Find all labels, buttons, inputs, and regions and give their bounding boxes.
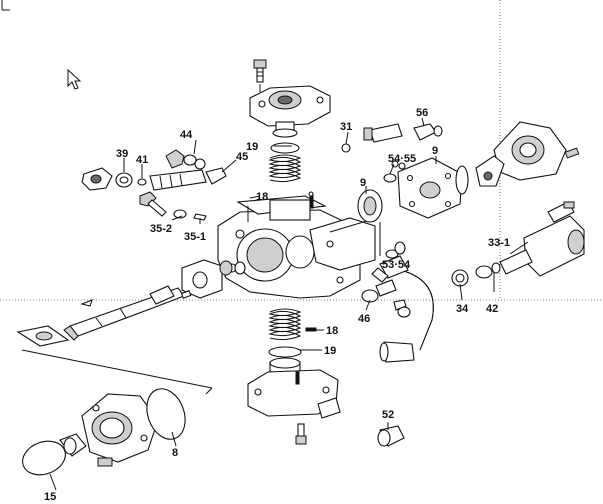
flange-gasket — [16, 325, 70, 347]
mouse-pointer-icon — [67, 68, 82, 90]
pin-35-1 — [193, 213, 207, 221]
spring-18-bottom — [268, 308, 302, 341]
callout-53-54: 53·54 — [382, 259, 411, 271]
callout-18-bottom: 18 — [326, 325, 338, 337]
gasket-53 — [385, 241, 406, 259]
callout-33-1: 33-1 — [488, 237, 510, 249]
regulator-housing — [475, 121, 580, 187]
callout-41: 41 — [136, 154, 148, 166]
callout-9-center: 9 — [360, 177, 366, 189]
dowel-pin — [308, 191, 314, 209]
pump-housing — [217, 195, 376, 299]
callout-56: 56 — [416, 107, 428, 119]
end-cover — [59, 393, 159, 467]
cap-52 — [377, 425, 405, 447]
callout-35-2: 35-2 — [150, 223, 172, 235]
bolt-44 — [165, 149, 206, 170]
leader-lines — [49, 117, 529, 491]
fitting-46 — [361, 279, 411, 318]
assembly-bracket-lines — [21, 349, 213, 395]
solenoid-33-1 — [451, 201, 585, 287]
callout-46: 46 — [358, 313, 370, 325]
callout-labels: 19 18 31 44 45 39 41 56 54·55 9 9 35-2 3… — [44, 107, 510, 503]
valve-45 — [149, 167, 227, 191]
o-ring-19-top — [270, 142, 300, 154]
callout-34: 34 — [456, 303, 469, 315]
top-head-cover — [249, 85, 331, 138]
o-ring-8 — [146, 388, 186, 440]
callout-54-55: 54·55 — [388, 153, 416, 165]
bottom-bolt — [295, 423, 307, 445]
callout-44: 44 — [180, 129, 193, 141]
washer-small — [137, 178, 147, 186]
callout-18-top: 18 — [256, 191, 268, 203]
top-bolt — [253, 59, 267, 92]
callout-19-top: 19 — [246, 141, 258, 153]
screw-35-2 — [139, 191, 187, 219]
fuel-pipe — [371, 255, 434, 363]
callout-8: 8 — [172, 447, 178, 459]
bearing-block — [181, 259, 246, 299]
callout-39: 39 — [116, 148, 128, 160]
sensor-plug — [363, 123, 443, 143]
callout-31: 31 — [340, 121, 352, 133]
callout-35-1: 35-1 — [184, 231, 206, 243]
callout-19-bottom: 19 — [324, 345, 336, 357]
plug-31 — [341, 143, 351, 153]
cover-plate — [397, 157, 469, 219]
drive-shaft — [63, 285, 192, 341]
o-ring-19-bottom — [268, 346, 302, 358]
lower-head — [247, 357, 341, 419]
callout-9-right: 9 — [432, 145, 438, 157]
valve-9-upper — [357, 160, 406, 223]
callout-52: 52 — [382, 409, 394, 421]
callout-15: 15 — [44, 491, 56, 503]
banjo-fitting-39 — [81, 167, 113, 191]
callout-42: 42 — [486, 303, 498, 315]
callout-45: 45 — [236, 151, 248, 163]
spring-18-top — [268, 154, 302, 183]
washer-41 — [115, 172, 133, 188]
o-ring-15 — [22, 440, 66, 476]
